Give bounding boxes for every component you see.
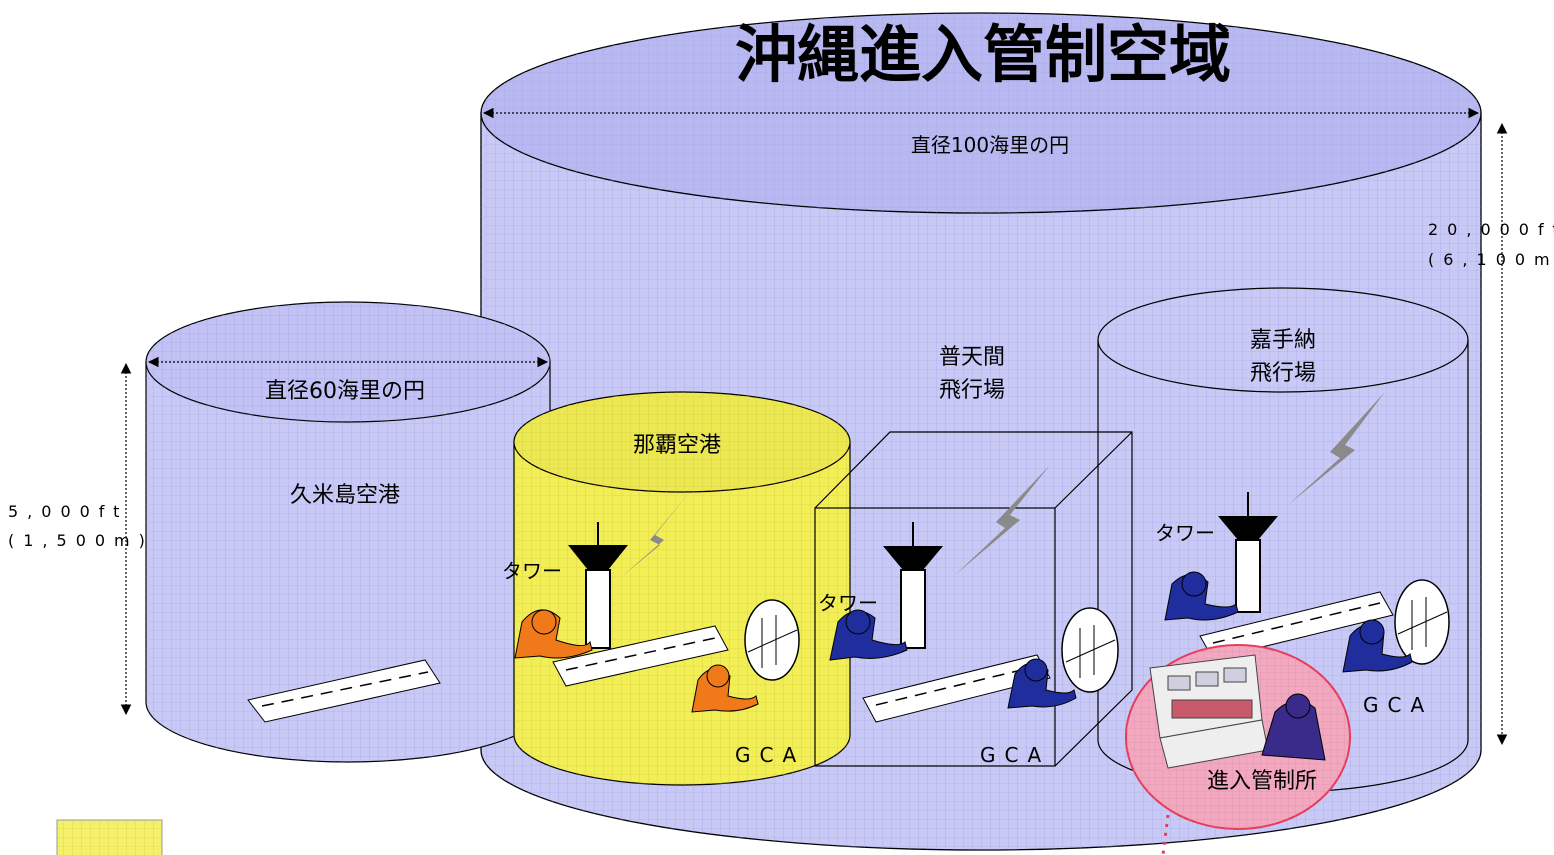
large-altitude-meters: (6,100m): [1428, 250, 1554, 269]
futenma-tower-controller-icon: [829, 609, 908, 661]
small-diameter-label: 直径60海里の円: [265, 379, 425, 404]
kadena-tower-controller-icon: [1164, 571, 1239, 621]
radar-console-icon: [1149, 654, 1269, 769]
naha-airport-label: 那覇空港: [633, 433, 721, 458]
approach-control-label: 進入管制所: [1207, 769, 1317, 794]
futenma-airfield-box: [814, 431, 1133, 767]
naha-gca-controller-icon: [691, 664, 759, 713]
small-altitude-feet: 5,000ft: [8, 502, 128, 521]
approach-control-facility: [1125, 644, 1351, 855]
approach-controller-icon: [1261, 693, 1326, 761]
kumejima-airport-label: 久米島空港: [290, 483, 400, 508]
naha-tower-label: タワー: [502, 559, 562, 583]
approach-control-connector: [1161, 814, 1170, 855]
large-diameter-label: 直径100海里の円: [911, 133, 1069, 157]
kadena-radar-scope-icon: [1394, 579, 1450, 665]
futenma-label-line1: 普天間: [939, 345, 1005, 370]
kadena-lightning-icon: [1288, 392, 1385, 505]
kumejima-airspace-cylinder: [145, 301, 551, 763]
naha-radar-scope-icon: [744, 599, 800, 681]
naha-gca-label: GCA: [735, 743, 805, 767]
large-altitude-feet: 20,000ft: [1428, 220, 1554, 239]
naha-control-tower-icon: [568, 522, 628, 649]
futenma-radar-scope-icon: [1061, 607, 1119, 693]
futenma-label-line2: 飛行場: [939, 378, 1005, 403]
naha-runway: [552, 625, 729, 687]
kadena-label-line1: 嘉手納: [1250, 328, 1316, 353]
futenma-lightning-icon: [955, 465, 1050, 575]
small-altitude-meters: (1,500m): [8, 531, 154, 550]
futenma-gca-label: GCA: [980, 743, 1050, 767]
kadena-gca-controller-icon: [1342, 619, 1413, 673]
futenma-runway: [862, 654, 1051, 723]
futenma-tower-label: タワー: [818, 591, 878, 615]
kumejima-runway: [247, 659, 441, 723]
naha-tower-controller-icon: [514, 609, 593, 659]
kadena-gca-label: GCA: [1363, 693, 1433, 717]
kadena-label-line2: 飛行場: [1250, 361, 1316, 386]
kadena-control-tower-icon: [1218, 492, 1278, 613]
futenma-gca-controller-icon: [1007, 658, 1077, 709]
kadena-tower-label: タワー: [1155, 521, 1215, 545]
futenma-control-tower-icon: [883, 522, 943, 649]
naha-lightning-icon: [620, 492, 690, 578]
diagram-title: 沖縄進入管制空域: [735, 18, 1231, 91]
